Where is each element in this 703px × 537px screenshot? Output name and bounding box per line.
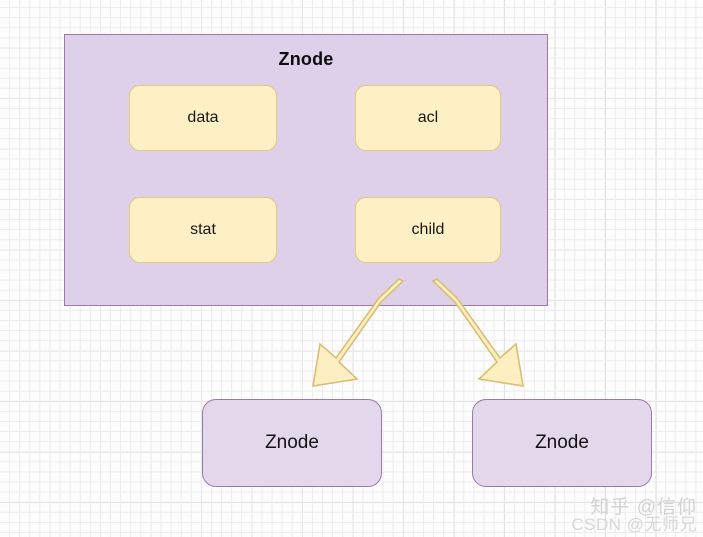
attribute-label-stat: stat <box>190 221 216 238</box>
attribute-label-acl: acl <box>417 109 439 126</box>
child-znode-right[interactable]: Znode <box>472 399 652 487</box>
container-title: Znode <box>278 49 334 69</box>
child-znode-right-label: Znode <box>535 432 589 453</box>
znode-container-box: Znode <box>64 34 548 306</box>
attribute-box-acl[interactable]: acl <box>355 85 501 151</box>
attribute-box-child[interactable]: child <box>355 197 501 263</box>
attribute-box-stat[interactable]: stat <box>129 197 277 263</box>
attribute-label-child: child <box>411 221 445 238</box>
child-znode-left-label: Znode <box>265 432 319 453</box>
attribute-box-data[interactable]: data <box>129 85 277 151</box>
csdn-watermark: CSDN @无师兄 <box>571 515 697 534</box>
zhihu-watermark: 知乎 @信仰 <box>590 497 697 518</box>
attribute-label-data: data <box>187 109 219 126</box>
child-znode-left[interactable]: Znode <box>202 399 382 487</box>
